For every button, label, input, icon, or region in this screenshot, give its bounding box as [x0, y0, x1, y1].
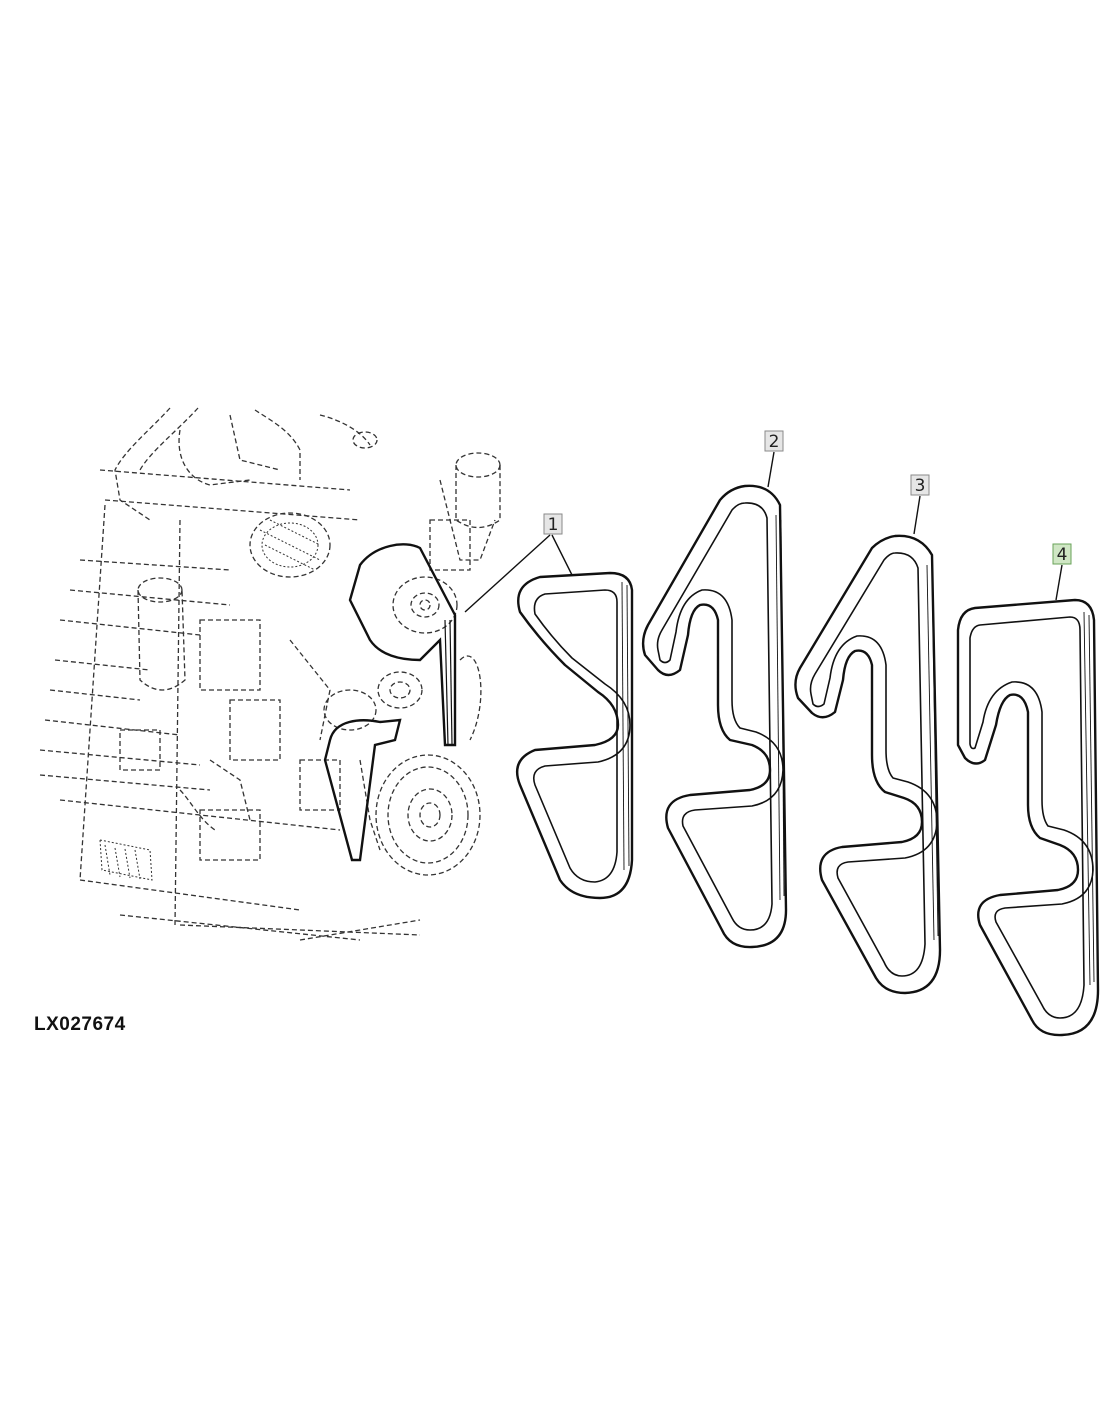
callout-2: 2 — [764, 430, 784, 452]
callout-1: 1 — [543, 513, 563, 535]
belt-3 — [794, 534, 942, 995]
callout-3: 3 — [910, 474, 930, 496]
callout-4-label: 4 — [1057, 545, 1068, 565]
callout-1-label: 1 — [548, 515, 559, 535]
belt-4 — [956, 598, 1100, 1037]
callout-2-label: 2 — [769, 432, 780, 452]
callout-3-label: 3 — [915, 476, 926, 496]
figure-id-label: LX027674 — [34, 1014, 126, 1035]
belt-2 — [641, 484, 788, 949]
belt-1 — [515, 571, 634, 900]
engine-illustration — [39, 407, 501, 941]
callout-leaders — [464, 451, 1063, 613]
callout-4: 4 — [1052, 543, 1072, 565]
